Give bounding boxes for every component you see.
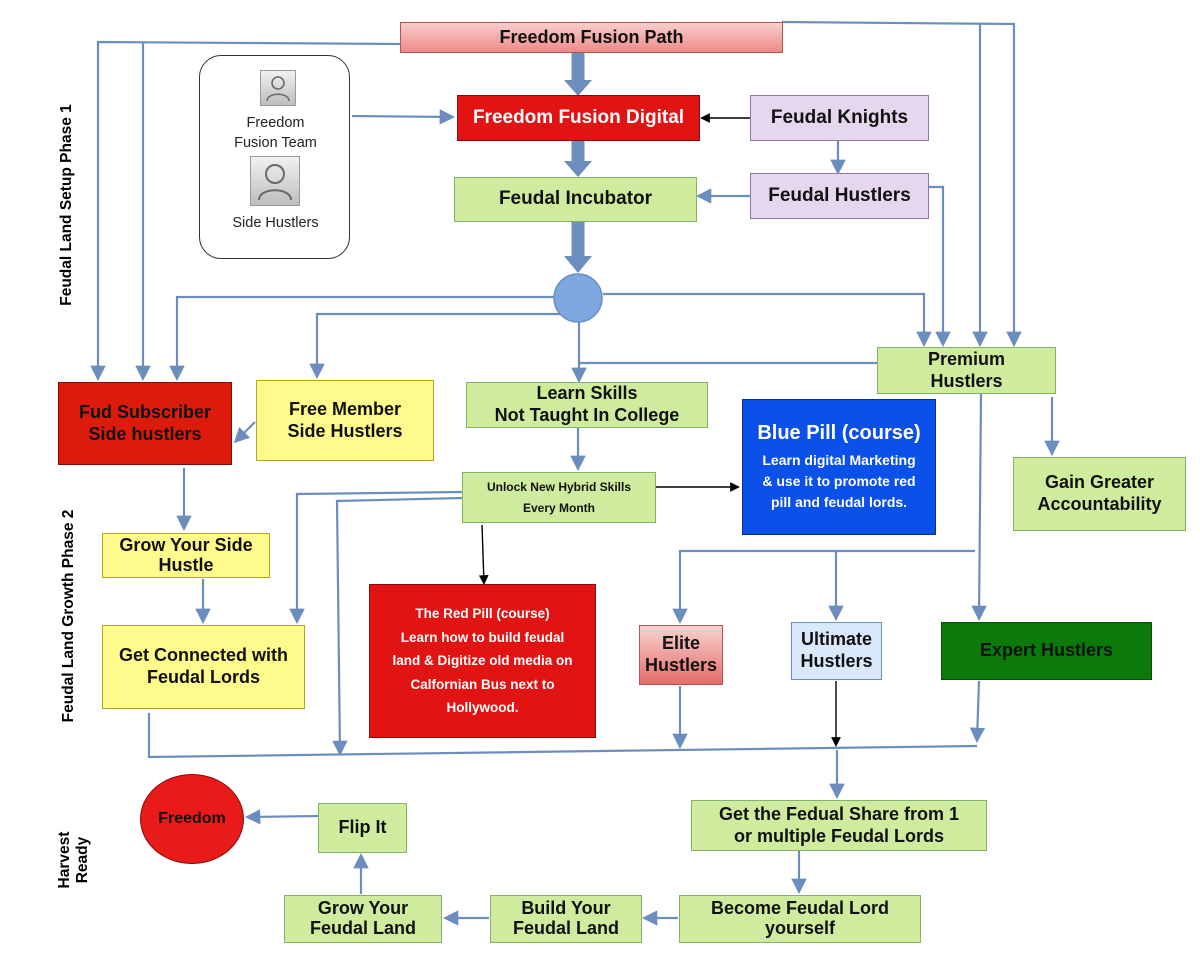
freedom-fusion-path: Freedom Fusion Path (400, 22, 783, 53)
expert-hustlers: Expert Hustlers (941, 622, 1152, 680)
blue-pill-title: Blue Pill (course) (757, 422, 921, 444)
freedom: Freedom (140, 774, 244, 864)
phase-setup-label: Feudal Land Setup Phase 1 (58, 104, 75, 306)
learn-skills: Learn Skills Not Taught In College (466, 382, 708, 428)
freedom-team-label: Freedom Fusion Team (234, 115, 317, 151)
blue-pill: Blue Pill (course) Learn digital Marketi… (742, 399, 936, 535)
phase-harvest-label: Harvest Ready (56, 831, 91, 889)
connector-connected-to-bus (147, 713, 978, 759)
feudal-knights: Feudal Knights (750, 95, 929, 141)
connector-unlock-to-redpill (478, 524, 489, 585)
connector-flip-to-freedom (244, 809, 319, 825)
spine-head-3 (564, 256, 592, 273)
team-panel: Freedom Fusion Team Side Hustlers (199, 55, 350, 259)
connector-hub-to-premium (603, 292, 932, 348)
connector-team-to-digital (351, 109, 456, 125)
spine-head-1 (564, 80, 592, 96)
unlock-skills: Unlock New Hybrid Skills Every Month (462, 472, 656, 523)
get-connected: Get Connected with Feudal Lords (102, 625, 305, 709)
grow-side-hustle: Grow Your Side Hustle (102, 533, 270, 578)
connector-hub-to-fud (169, 295, 555, 382)
spine-head-2 (564, 161, 592, 177)
elite-hustlers: Elite Hustlers (639, 625, 723, 685)
feudal-hustlers: Feudal Hustlers (750, 173, 929, 219)
connector-hustlers-to-premium (929, 185, 951, 348)
blue-pill-body: Learn digital Marketing & use it to prom… (762, 452, 916, 510)
connector-free-to-fud (233, 421, 256, 444)
become-feudal-lord: Become Feudal Lord yourself (679, 895, 921, 943)
connector-bus-to-elite (672, 549, 975, 625)
person-icon (250, 156, 300, 206)
connector-hub-to-free (309, 312, 560, 380)
connector-unlock-to-bus (332, 496, 463, 757)
person-icon (260, 70, 296, 106)
phase-growth-label: Feudal Land Growth Phase 2 (60, 509, 77, 723)
connector-path-to-fud-1 (90, 40, 401, 382)
red-pill: The Red Pill (course) Learn how to build… (369, 584, 596, 738)
feudal-incubator: Feudal Incubator (454, 177, 697, 222)
gain-accountability: Gain Greater Accountability (1013, 457, 1186, 531)
connector-unlock-to-connected (289, 490, 463, 625)
connector-expert-to-bus (969, 680, 986, 744)
build-feudal-land: Build Your Feudal Land (490, 895, 642, 943)
connector-path-to-premium-1 (781, 20, 1022, 348)
free-member: Free Member Side Hustlers (256, 380, 434, 461)
junction-circle (553, 273, 603, 323)
premium-hustlers: Premium Hustlers (877, 347, 1056, 394)
grow-feudal-land: Grow Your Feudal Land (284, 895, 442, 943)
fud-subscriber: Fud Subscriber Side hustlers (58, 382, 232, 465)
feudal-share: Get the Fedual Share from 1 or multiple … (691, 800, 987, 851)
ultimate-hustlers: Ultimate Hustlers (791, 622, 882, 680)
side-hustlers-label: Side Hustlers (232, 215, 319, 231)
connector-premium-to-expert (971, 393, 987, 622)
flip-it: Flip It (318, 803, 407, 853)
freedom-fusion-digital: Freedom Fusion Digital (457, 95, 700, 141)
